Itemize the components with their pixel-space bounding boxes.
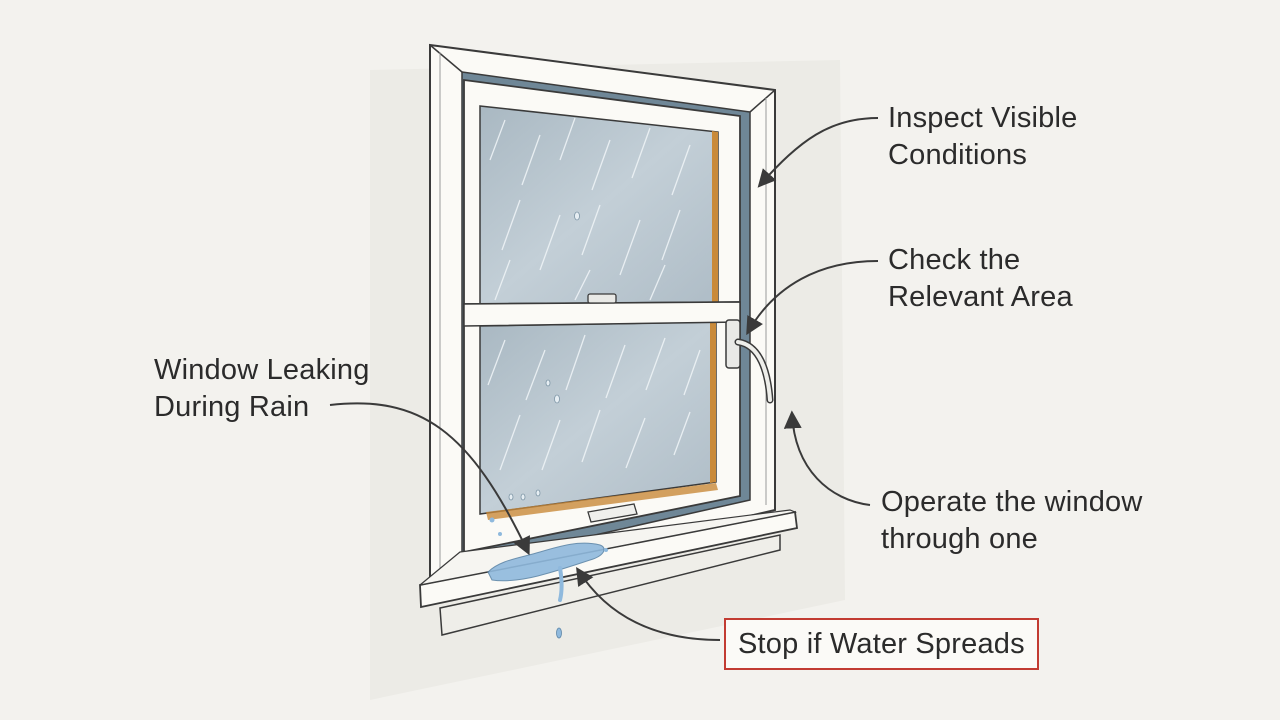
lift-handle xyxy=(587,503,638,523)
callout-stop-text: Stop if Water Spreads xyxy=(738,628,1025,660)
callout-leak-line2: During Rain xyxy=(154,391,310,423)
callout-window-leaking: Window Leaking During Rain xyxy=(154,352,370,426)
callout-arrows xyxy=(329,117,879,641)
callout-inspect-line1: Inspect Visible xyxy=(888,102,1078,134)
arrow-leak xyxy=(329,402,530,556)
arrow-check xyxy=(746,260,879,336)
upper-sash xyxy=(463,78,741,323)
rain-streaks xyxy=(487,117,701,471)
arrow-stop xyxy=(576,566,721,641)
arrow-operate xyxy=(783,410,871,506)
lower-sash xyxy=(463,301,741,554)
callout-check-line1: Check the xyxy=(888,244,1021,276)
callout-stop-if-water-spreads: Stop if Water Spreads xyxy=(724,618,1039,670)
callout-operate-line1: Operate the window xyxy=(881,486,1143,518)
callout-inspect-visible-conditions: Inspect Visible Conditions xyxy=(888,100,1077,174)
arrow-inspect xyxy=(757,117,879,188)
callout-operate-window: Operate the window through one xyxy=(881,484,1143,558)
callout-operate-line2: through one xyxy=(881,523,1038,555)
glass-droplets xyxy=(508,211,580,501)
water-puddle xyxy=(487,517,608,639)
side-handle xyxy=(725,319,774,404)
callout-check-line2: Relevant Area xyxy=(888,281,1073,313)
callout-leak-line1: Window Leaking xyxy=(154,354,370,386)
callout-check-relevant-area: Check the Relevant Area xyxy=(888,242,1073,316)
callout-inspect-line2: Conditions xyxy=(888,139,1028,171)
sash-lock xyxy=(587,293,617,304)
